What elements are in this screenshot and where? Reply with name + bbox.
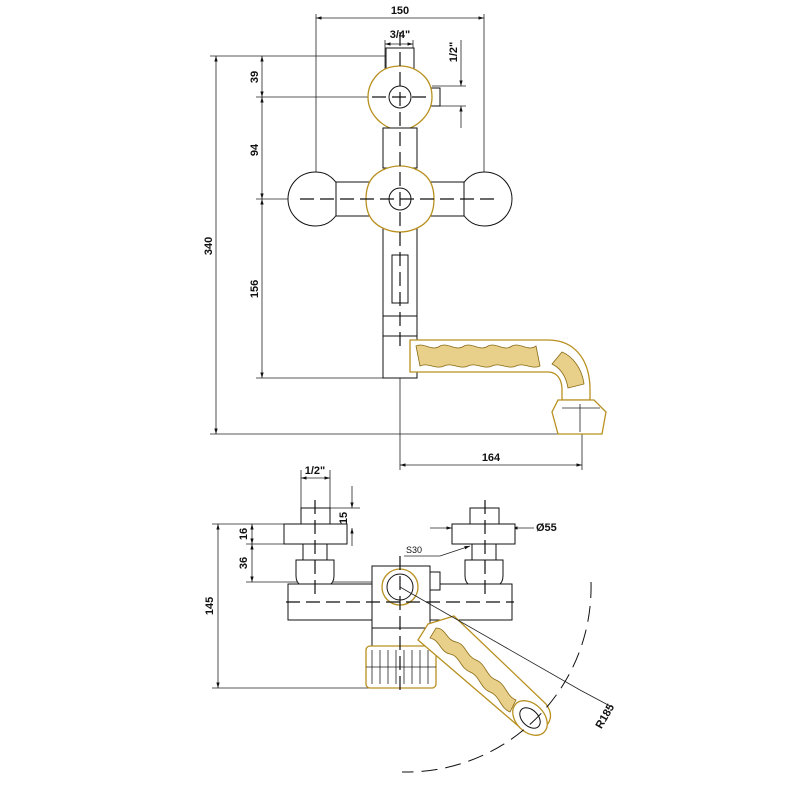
dimension-164-label: 164 — [482, 452, 501, 464]
dimension-145: 145 — [204, 523, 380, 689]
spout-nozzle — [551, 399, 607, 435]
top-view: 1/2" 15 16 36 145 — [204, 465, 618, 773]
dimension-15: 15 — [330, 486, 360, 546]
dimension-1-2-top: 1/2" — [300, 465, 331, 508]
dimension-164: 164 — [399, 370, 583, 470]
dimension-145-label: 145 — [204, 597, 216, 615]
dimension-1-2-side-label: 1/2" — [448, 42, 460, 63]
dimension-radius-label: R185 — [594, 702, 618, 731]
dimension-156-label: 156 — [249, 280, 261, 298]
dimension-156: 156 — [249, 199, 384, 379]
dimension-16: 16 — [238, 523, 290, 545]
dimension-1-2-top-label: 1/2" — [305, 465, 326, 477]
center-handle-side — [365, 645, 437, 689]
dimension-diameter: Ø55 — [430, 522, 557, 534]
dimension-s30: S30 — [404, 545, 471, 557]
dimension-1-2-side: 1/2" — [432, 40, 466, 128]
dimension-s30-label: S30 — [406, 545, 422, 555]
right-inlet — [451, 507, 516, 589]
swing-radius-arc — [401, 581, 592, 773]
front-view: 150 3/4" 1/2" 39 94 — [203, 5, 607, 470]
dimension-150: 150 — [315, 5, 485, 200]
dimension-94-label: 94 — [249, 143, 261, 156]
dimension-15-label: 15 — [338, 512, 350, 524]
spout — [409, 339, 607, 435]
dimension-diameter-label: Ø55 — [536, 522, 557, 534]
spout-top-view — [417, 615, 552, 736]
dimension-16-label: 16 — [238, 528, 250, 540]
dimension-340-label: 340 — [203, 237, 215, 255]
dimension-150-label: 150 — [391, 5, 409, 17]
dimension-36-label: 36 — [238, 557, 250, 569]
dimension-39-label: 39 — [249, 71, 261, 83]
top-valve — [367, 47, 441, 131]
dimension-340: 340 — [203, 55, 560, 435]
